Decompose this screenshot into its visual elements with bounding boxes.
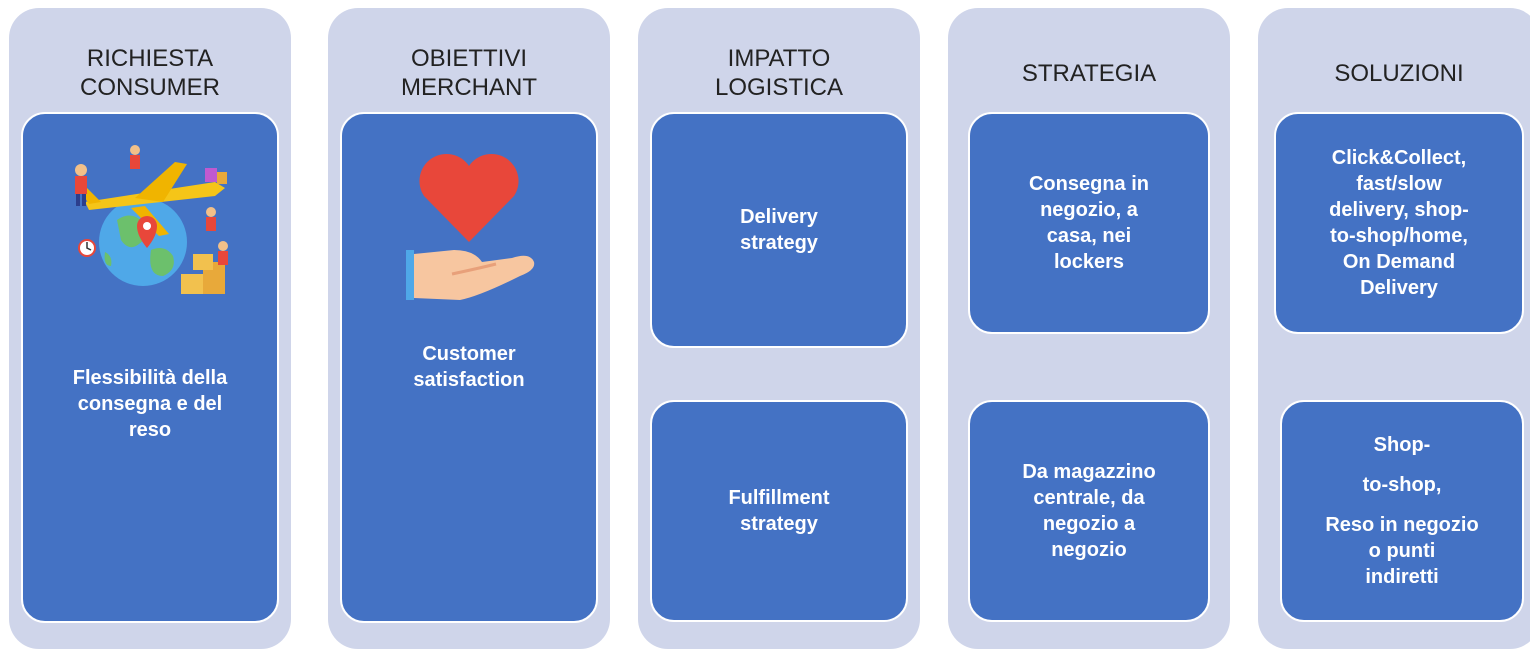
column-impatto-logistica: IMPATTO LOGISTICA Delivery strategy Fulf… [638, 8, 920, 649]
delivery-strategy-card: Delivery strategy [650, 112, 908, 348]
delivery-strategy-text: Delivery strategy [740, 206, 818, 254]
delivery-solutions-text: Click&Collect, fast/slow delivery, shop-… [1329, 147, 1469, 299]
column-title: IMPATTO LOGISTICA [714, 45, 844, 101]
column-soluzioni: SOLUZIONI Click&Collect, fast/slow deliv… [1258, 8, 1530, 649]
column-title: RICHIESTA CONSUMER [79, 45, 220, 101]
strategy-delivery-card: Consegna in negozio, a casa, nei lockers [968, 112, 1210, 334]
column-strategia: STRATEGIA Consegna in negozio, a casa, n… [948, 8, 1230, 649]
strategy-delivery-text: Consegna in negozio, a casa, nei lockers [1028, 173, 1149, 273]
merchant-goal-card: Customer satisfaction [340, 112, 598, 623]
strategy-fulfillment-text: Da magazzino centrale, da negozio a nego… [1022, 461, 1156, 561]
return-solutions-card: Shop- to-shop, Reso in negozio o punti i… [1280, 400, 1524, 622]
heart-in-hand-icon [394, 146, 544, 313]
return-solutions-line-3: Reso in negozio o punti indiretti [1325, 514, 1479, 588]
consumer-request-card: Flessibilità della consegna e del reso [21, 112, 279, 623]
return-solutions-line-1: Shop- [1373, 434, 1431, 456]
fulfillment-strategy-text: Fulfillment strategy [728, 487, 830, 535]
consumer-request-text: Flessibilità della consegna e del reso [72, 367, 228, 441]
return-solutions-text: Shop- to-shop, Reso in negozio o punti i… [1325, 432, 1478, 590]
column-title: OBIETTIVI MERCHANT [401, 45, 537, 101]
merchant-goal-text: Customer satisfaction [413, 343, 525, 391]
column-obiettivi-merchant: OBIETTIVI MERCHANT Customer satisfaction [328, 8, 610, 649]
delivery-solutions-card: Click&Collect, fast/slow delivery, shop-… [1274, 112, 1524, 334]
column-title: STRATEGIA [1021, 59, 1157, 87]
global-delivery-illustration-icon [65, 142, 235, 319]
column-richiesta-consumer: RICHIESTA CONSUMER [9, 8, 291, 649]
return-solutions-line-2: to-shop, [1362, 474, 1442, 496]
strategy-fulfillment-card: Da magazzino centrale, da negozio a nego… [968, 400, 1210, 622]
fulfillment-strategy-card: Fulfillment strategy [650, 400, 908, 622]
column-title: SOLUZIONI [1334, 59, 1464, 87]
